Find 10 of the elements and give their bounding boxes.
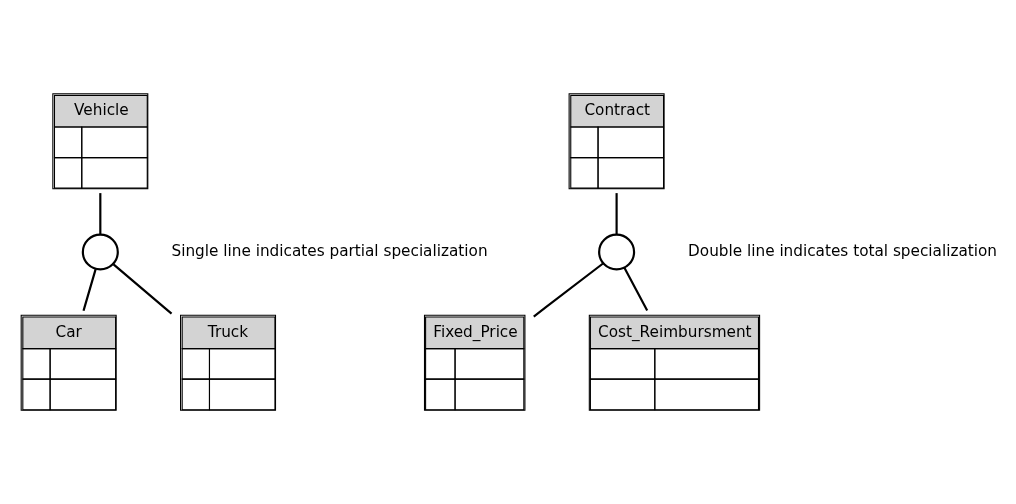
connector (615, 193, 618, 235)
connector (82, 268, 97, 312)
node-circle (81, 233, 119, 271)
connector (99, 193, 102, 235)
connector (533, 262, 604, 318)
label: Single line indicates partial specialization (171, 242, 488, 261)
label: Double line indicates total specialization (688, 242, 998, 261)
node-circle (598, 233, 636, 271)
connector (623, 267, 649, 311)
connector (112, 263, 173, 315)
